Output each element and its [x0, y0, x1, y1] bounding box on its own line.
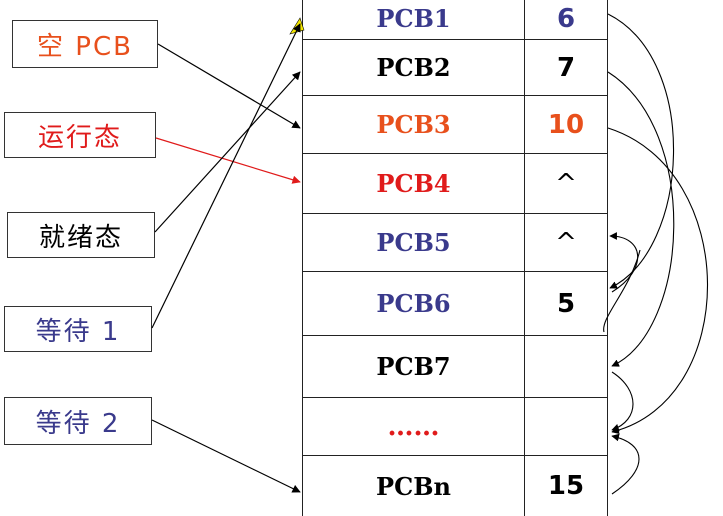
link-pcb6-value	[603, 249, 641, 333]
pcb-row-n: PCBn 15	[303, 456, 607, 516]
pcb-ellipsis: ……	[303, 398, 525, 455]
arrow-ready-to-pcb2	[154, 71, 301, 233]
pcb-name: PCB3	[303, 96, 525, 153]
pcb-name: PCB5	[303, 214, 525, 271]
pcb-name: PCB7	[303, 336, 525, 397]
pcb-name: PCB4	[303, 154, 525, 213]
label-waiting-1: 等待 1	[4, 306, 152, 352]
link-pcb3-to-ellipsis	[607, 127, 708, 435]
pcb-row-1: PCB1 6	[303, 0, 607, 40]
pcb-row-2: PCB2 7	[303, 40, 607, 96]
link-pcb6-to-pcb5	[609, 232, 639, 293]
pcb-name: PCB6	[303, 272, 525, 335]
pcb-name: PCB1	[303, 0, 525, 39]
link-pcb7-to-ellipsis	[611, 371, 634, 432]
link-pcb1-to-pcb6	[607, 13, 675, 289]
yellow-corner-marker	[289, 17, 305, 35]
pcb-table: PCB1 6 PCB2 7 PCB3 10 PCB4 ^ PCB5 ^ PCB6…	[302, 0, 608, 516]
pcb-null-pointer-icon: ^	[555, 227, 577, 258]
pcb-row-7: PCB7	[303, 336, 607, 398]
pcb-null-pointer-icon: ^	[555, 168, 577, 199]
pcb-next-pointer: 5	[556, 288, 576, 319]
pcb-row-6: PCB6 5	[303, 272, 607, 336]
pcb-row-4: PCB4 ^	[303, 154, 607, 214]
pcb-next-pointer: 6	[556, 3, 576, 34]
pcb-name: PCBn	[303, 456, 525, 516]
arrow-empty-to-pcb3	[157, 43, 301, 129]
label-empty-pcb: 空 PCB	[12, 20, 158, 68]
arrow-waiting2-to-pcbn	[151, 419, 301, 493]
label-ready: 就绪态	[7, 212, 155, 258]
pcb-next-pointer: 10	[547, 109, 585, 140]
pcb-row-ellipsis: ……	[303, 398, 607, 456]
pcb-row-5: PCB5 ^	[303, 214, 607, 272]
pcb-next-pointer: 15	[547, 471, 585, 501]
pcb-next-pointer: 7	[556, 52, 576, 83]
pcb-name: PCB2	[303, 40, 525, 95]
arrow-running-to-pcb4	[155, 137, 301, 184]
link-pcb2-to-pcb7	[607, 71, 675, 367]
pcb-row-3: PCB3 10	[303, 96, 607, 154]
label-waiting-2: 等待 2	[4, 397, 152, 445]
label-running: 运行态	[4, 112, 156, 158]
link-pcbn-to-ellipsis	[611, 433, 640, 495]
arrow-waiting1-to-pcb1	[151, 23, 301, 329]
